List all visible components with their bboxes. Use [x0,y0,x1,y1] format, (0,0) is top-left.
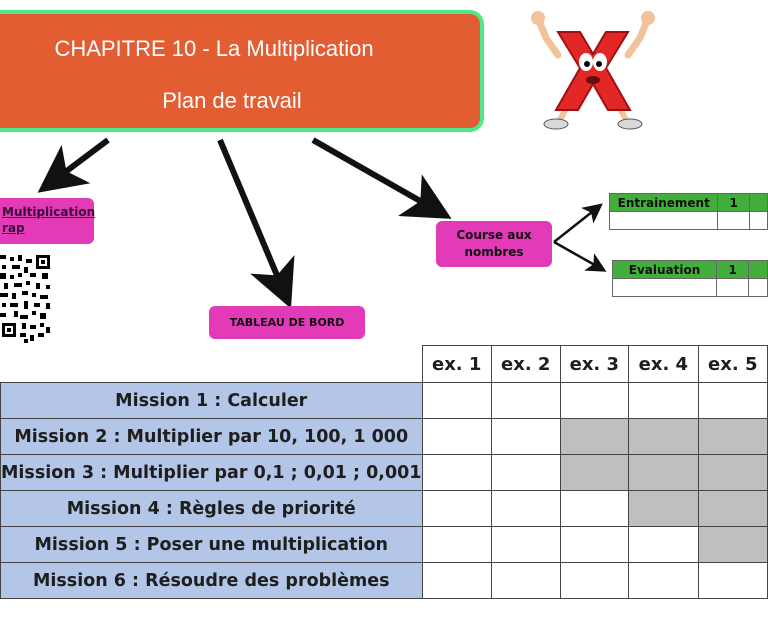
mission-row: Mission 3 : Multiplier par 0,1 ; 0,01 ; … [1,455,768,491]
mission-row: Mission 4 : Règles de priorité [1,491,768,527]
exercise-cell-shaded [698,527,767,563]
multiplication-rap-link[interactable]: Multiplication rap [0,198,94,244]
exercise-cell-shaded [698,419,767,455]
exercise-cell-shaded [698,491,767,527]
mission-row: Mission 2 : Multiplier par 10, 100, 1 00… [1,419,768,455]
training-result-label [610,212,718,230]
exercise-header: ex. 3 [560,346,629,383]
evaluation-result-label [613,279,717,297]
exercise-cell[interactable] [698,383,767,419]
grid-corner [1,346,423,383]
exercise-cell[interactable] [491,455,560,491]
arrow-to-board [220,140,284,292]
exercise-cell[interactable] [629,527,698,563]
evaluation-col-1: 1 [717,261,749,279]
evaluation-result-1 [717,279,749,297]
mission-label: Mission 2 : Multiplier par 10, 100, 1 00… [1,419,423,455]
dashboard-tag: TABLEAU DE BORD [209,306,365,339]
training-col-1: 1 [718,194,749,212]
arrow-to-rap [52,140,108,182]
exercise-cell[interactable] [422,527,491,563]
arrow-to-course [313,140,436,210]
exercise-cell[interactable] [560,527,629,563]
exercise-header: ex. 4 [629,346,698,383]
exercise-cell[interactable] [491,563,560,599]
exercise-cell[interactable] [491,419,560,455]
arrow-to-training [554,208,597,242]
arrow-to-evaluation [554,242,600,268]
exercise-cell[interactable] [422,491,491,527]
evaluation-label: Evaluation [613,261,717,279]
exercise-cell[interactable] [560,491,629,527]
training-table: Entrainement 1 [609,193,768,230]
exercise-cell[interactable] [422,383,491,419]
exercise-cell-shaded [698,455,767,491]
mission-row: Mission 5 : Poser une multiplication [1,527,768,563]
exercise-cell-shaded [629,419,698,455]
training-result-2 [749,212,767,230]
exercise-cell[interactable] [491,491,560,527]
course-aux-nombres-tag: Course aux nombres [436,221,552,267]
exercise-cell-shaded [629,491,698,527]
exercise-cell[interactable] [491,383,560,419]
exercise-cell[interactable] [629,383,698,419]
training-label: Entrainement [610,194,718,212]
mission-label: Mission 5 : Poser une multiplication [1,527,423,563]
exercise-cell[interactable] [629,563,698,599]
rap-link-line1: Multiplication [2,204,94,220]
course-tag-line2: nombres [436,244,552,261]
training-result-1 [718,212,749,230]
exercise-cell[interactable] [422,455,491,491]
exercise-header: ex. 1 [422,346,491,383]
exercise-header: ex. 5 [698,346,767,383]
training-col-2 [749,194,767,212]
mission-row: Mission 1 : Calculer [1,383,768,419]
mission-label: Mission 3 : Multiplier par 0,1 ; 0,01 ; … [1,455,423,491]
mission-label: Mission 1 : Calculer [1,383,423,419]
evaluation-result-2 [749,279,768,297]
exercise-header: ex. 2 [491,346,560,383]
exercise-cell[interactable] [698,563,767,599]
qr-code-icon[interactable] [0,253,52,345]
rap-link-line2: rap [2,220,94,236]
exercise-cell[interactable] [422,563,491,599]
exercise-cell-shaded [560,455,629,491]
evaluation-table: Evaluation 1 [612,260,768,297]
exercise-cell[interactable] [560,563,629,599]
mission-label: Mission 6 : Résoudre des problèmes [1,563,423,599]
exercise-cell-shaded [560,419,629,455]
exercise-cell[interactable] [422,419,491,455]
course-tag-line1: Course aux [436,227,552,244]
exercise-cell[interactable] [560,383,629,419]
mission-label: Mission 4 : Règles de priorité [1,491,423,527]
exercise-cell-shaded [629,455,698,491]
mission-row: Mission 6 : Résoudre des problèmes [1,563,768,599]
evaluation-col-2 [749,261,768,279]
exercise-cell[interactable] [491,527,560,563]
